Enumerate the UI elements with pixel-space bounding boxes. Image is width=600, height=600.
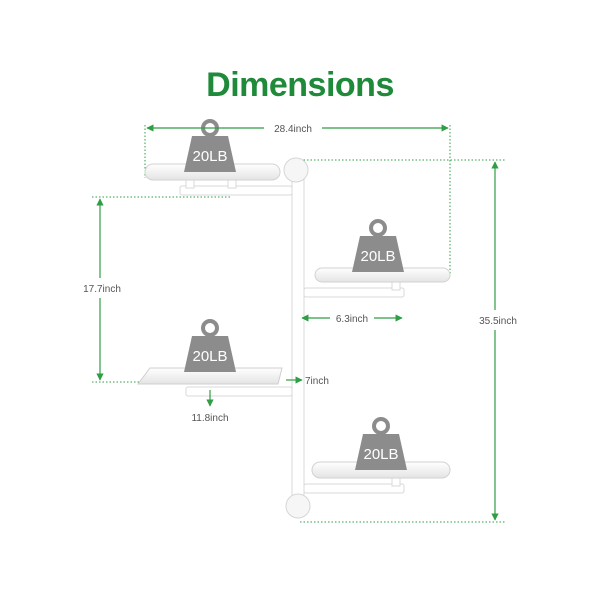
dimension-overall-height: 35.5inch — [479, 161, 517, 521]
weight-icon: 20LB — [184, 319, 236, 372]
dimension-label-overall-width: 28.4inch — [274, 124, 312, 135]
weight-label: 20LB — [363, 446, 398, 463]
wall-pole — [283, 157, 311, 519]
shelf-lower-left — [137, 367, 293, 397]
shelf-upper-right — [303, 267, 451, 298]
page-title: Dimensions — [206, 66, 394, 104]
dimension-label-shelf-depth: 7inch — [305, 376, 329, 387]
weight-icon: 20LB — [352, 219, 404, 272]
dimension-label-shelf-width: 11.8inch — [191, 413, 228, 424]
weight-label: 20LB — [192, 148, 227, 165]
dimension-label-arm-length: 6.3inch — [336, 314, 368, 325]
weight-icon: 20LB — [355, 417, 407, 470]
dimension-shelf-spacing: 17.7inch — [83, 198, 121, 381]
dimension-shelf-width: 11.8inch — [191, 390, 229, 424]
dimension-overall-width: 28.4inch — [146, 124, 449, 135]
dimension-label-shelf-spacing: 17.7inch — [83, 284, 121, 295]
weight-label: 20LB — [360, 248, 395, 265]
dimension-arm-length: 6.3inch — [301, 314, 403, 325]
dimension-shelf-depth: 7inch — [286, 376, 329, 387]
weight-label: 20LB — [192, 348, 227, 365]
weight-icon: 20LB — [184, 119, 236, 172]
dimension-label-overall-height: 35.5inch — [479, 316, 517, 327]
